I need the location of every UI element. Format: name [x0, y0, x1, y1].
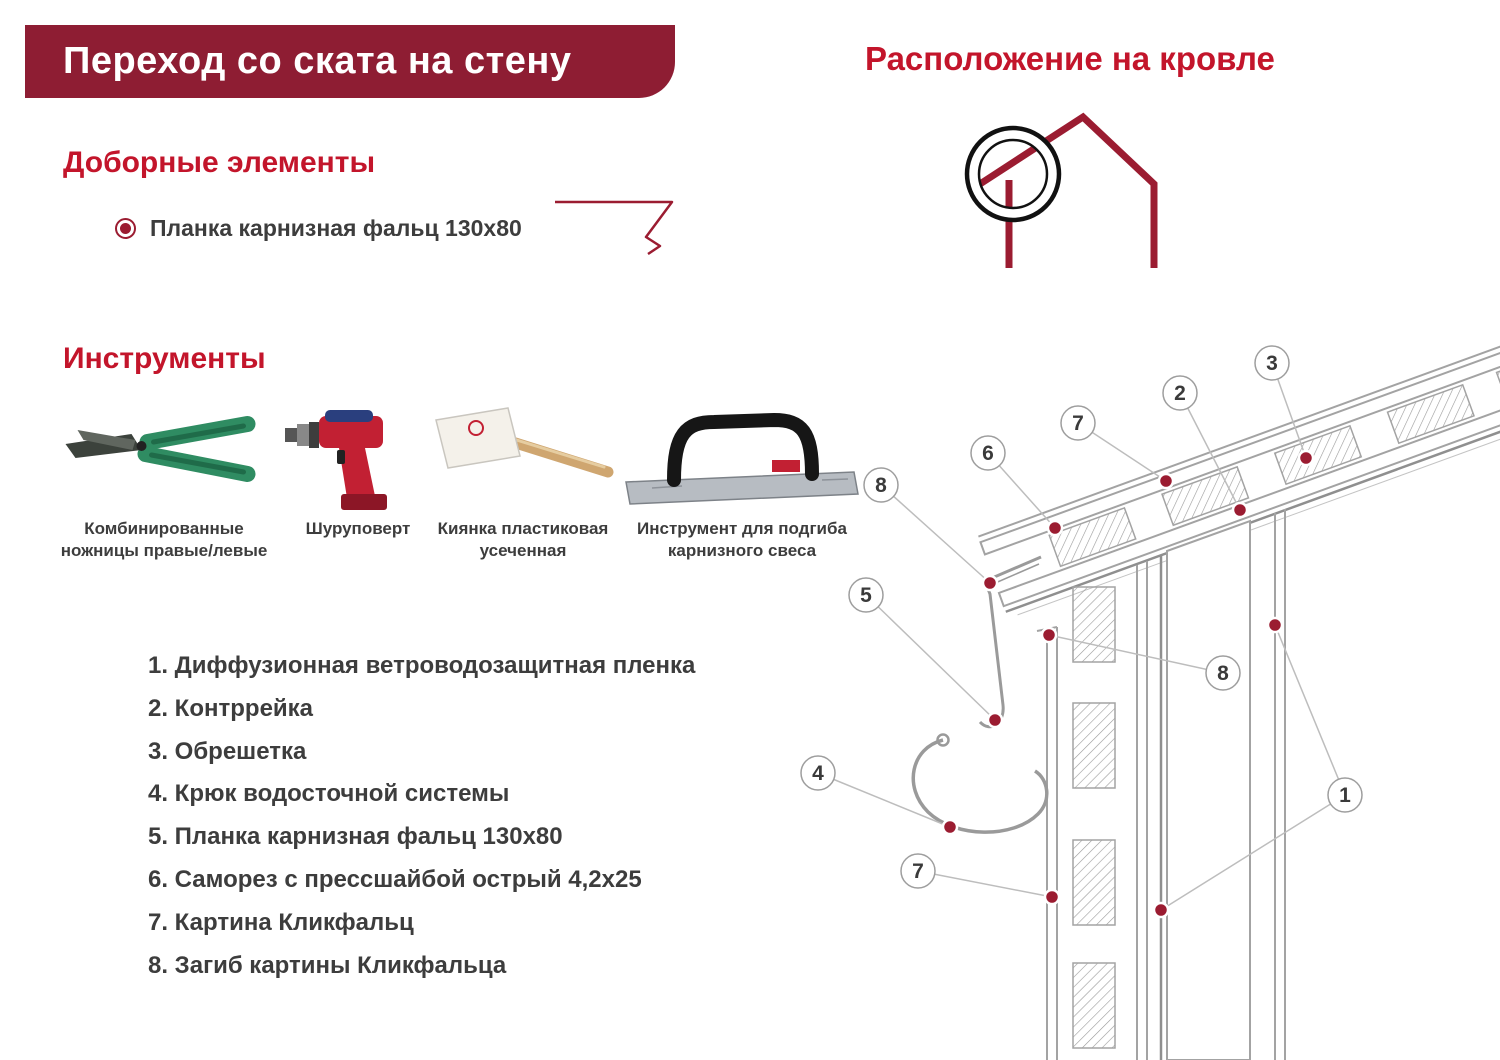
callout-circle-1 [1327, 777, 1363, 813]
callout-number-7-top: 7 [1072, 412, 1084, 435]
callout-circle-3 [1254, 345, 1290, 381]
tool-screwdriver: Шуруповерт [282, 400, 434, 540]
screwdriver-image [285, 410, 387, 510]
bullet-icon [115, 218, 136, 239]
page-title: Переход со ската на стену [63, 40, 572, 82]
tool-snips: Комбинированные ножницы правые/левые [60, 400, 268, 562]
leader-lines [817, 362, 1346, 911]
legend-item-5: 5. Планка карнизная фальц 130х80 [148, 823, 563, 851]
callout-circle-8-right [1205, 655, 1241, 691]
tool-screwdriver-label: Шуруповерт [305, 519, 411, 538]
callout-circle-5 [848, 577, 884, 613]
callout-circle-2 [1162, 375, 1198, 411]
highlight-ring-gap [966, 127, 1060, 221]
legend-list: 1. Диффузионная ветроводозащитная пленка… [148, 652, 695, 994]
roof-location-title: Расположение на кровле [865, 40, 1275, 77]
callout-number-2: 2 [1174, 382, 1186, 405]
bending-tool-image [625, 412, 859, 505]
tool-bending-tool-label: Инструмент для подгиба карнизного свеса [637, 519, 847, 561]
callout-circle-4 [800, 755, 836, 791]
callout-circle-8-left [863, 467, 899, 503]
eave-section-diagram: 3 2 7 6 8 5 4 7 8 1 [800, 338, 1500, 1060]
legend-item-1: 1. Диффузионная ветроводозащитная пленка [148, 652, 696, 679]
wall-assembly [1036, 509, 1286, 1060]
legend-item-2: 2. Контррейка [148, 694, 314, 722]
callout-dots [941, 449, 1315, 919]
highlight-ring-inner [977, 138, 1049, 210]
page-title-banner: Переход со ската на стену [25, 25, 675, 98]
gutter-hook [911, 738, 1049, 834]
snips-image [65, 416, 256, 482]
eave-flashing-inner-line [992, 563, 1040, 585]
element-list-item: Планка карнизная фальц 130х80 [115, 215, 522, 242]
callout-circle-6 [970, 435, 1006, 471]
tool-mallet: Киянка пластиковая усеченная [428, 400, 618, 562]
callout-number-1: 1 [1339, 784, 1351, 807]
tool-bending-tool: Инструмент для подгиба карнизного свеса [622, 400, 862, 562]
callout-number-7-bottom: 7 [912, 860, 924, 883]
flashing-profile-drawing [555, 200, 674, 256]
elements-section-title: Доборные элементы [63, 146, 376, 179]
mallet-image [435, 407, 614, 478]
callout-number-6: 6 [982, 442, 994, 465]
element-item-label: Планка карнизная фальц 130х80 [150, 215, 522, 241]
callout-number-3: 3 [1266, 352, 1278, 375]
house-roof-icon [964, 112, 1158, 268]
callout-number-8-left: 8 [875, 474, 887, 497]
legend-item-6: 6. Саморез с прессшайбой острый 4,2х25 [148, 865, 642, 893]
legend-item-8: 8. Загиб картины Кликфальца [148, 951, 507, 979]
legend-item-7: 7. Картина Кликфальц [148, 908, 414, 936]
legend-item-4: 4. Крюк водосточной системы [148, 780, 510, 808]
callout-circle-7-top [1060, 405, 1096, 441]
legend-item-3: 3. Обрешетка [148, 737, 307, 765]
callouts: 3 2 7 6 8 5 4 7 8 1 [800, 345, 1363, 889]
callout-number-5: 5 [860, 584, 872, 607]
callout-circle-7-bottom [900, 853, 936, 889]
tool-snips-label: Комбинированные ножницы правые/левые [60, 519, 268, 561]
tool-mallet-label: Киянка пластиковая усеченная [437, 519, 609, 561]
gutter-hook-tip [936, 733, 950, 747]
callout-number-4: 4 [812, 762, 824, 785]
tools-section-title: Инструменты [63, 342, 266, 375]
highlight-ring-outer [964, 125, 1062, 223]
callout-number-8-right: 8 [1217, 662, 1229, 685]
